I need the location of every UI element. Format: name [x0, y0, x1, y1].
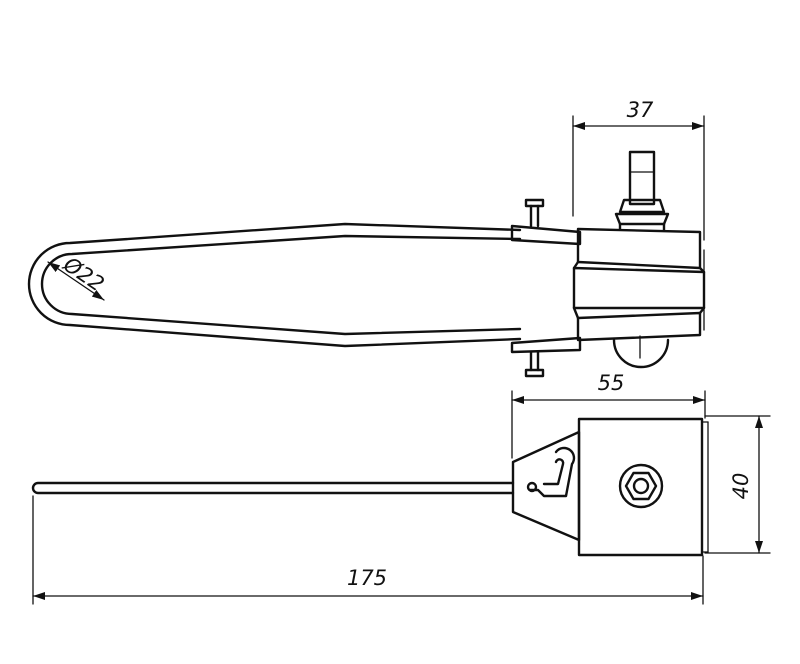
wire-loop-inner [40, 234, 522, 336]
hook-slot [528, 446, 576, 498]
washer [614, 212, 670, 226]
front-view [31, 417, 709, 557]
front-washer [618, 463, 664, 509]
roller [612, 338, 670, 369]
top-view [27, 150, 706, 378]
upper-bolt-head [524, 198, 545, 208]
dimension-lines: Ø22 37 55 40 175 [32, 98, 771, 605]
body-block [577, 417, 704, 557]
lower-tab [510, 336, 582, 354]
hook-pin [526, 481, 538, 493]
dim-55-label: 55 [598, 371, 625, 395]
wire-loop-outer [27, 222, 522, 348]
front-nut [624, 471, 658, 501]
dim-40-label: 40 [729, 473, 753, 500]
nut [618, 198, 666, 214]
front-stud [632, 477, 650, 495]
diameter-label: Ø22 [58, 252, 108, 297]
clamp-housing-top [576, 227, 702, 270]
rod [31, 481, 515, 495]
diameter-leader [47, 261, 105, 301]
clamp-housing-bottom [576, 311, 702, 342]
dim-175-label: 175 [347, 566, 387, 590]
stud [628, 150, 656, 206]
dim-37-label: 37 [627, 98, 654, 122]
clamp-housing-mid [572, 266, 706, 310]
upper-tab [510, 224, 582, 246]
lower-bolt-head [524, 368, 545, 378]
